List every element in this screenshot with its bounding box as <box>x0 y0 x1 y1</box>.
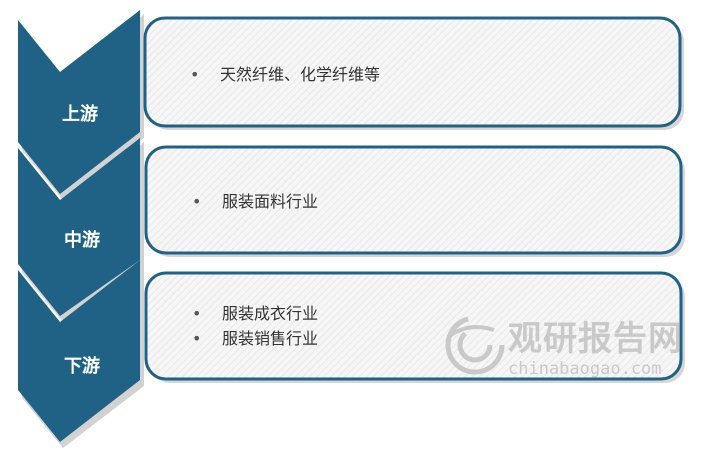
stage-upstream: 上游 • 天然纤维、化学纤维等 <box>18 10 684 200</box>
stage-label-midstream: 中游 <box>64 229 100 251</box>
chevron-upstream <box>18 10 140 194</box>
watermark: 观研报告网 chinabaogao.com <box>445 315 683 379</box>
stage-label-downstream: 下游 <box>64 355 100 377</box>
bullet-dot: • <box>192 329 201 348</box>
bullet-item-downstream-2: 服装销售行业 <box>222 329 318 348</box>
stage-downstream: 下游 • 服装成衣行业 • 服装销售行业 <box>18 260 685 448</box>
chinabaogao-logo-icon <box>445 315 505 375</box>
bullet-dot: • <box>192 192 201 211</box>
bullet-item-midstream-1: 服装面料行业 <box>222 192 318 211</box>
stage-label-upstream: 上游 <box>62 103 98 125</box>
content-box-midstream <box>144 145 683 255</box>
bullet-dot: • <box>192 304 201 323</box>
watermark-url: chinabaogao.com <box>508 359 662 379</box>
content-box-upstream <box>143 16 682 128</box>
stage-midstream: 中游 • 服装面料行业 <box>18 138 685 322</box>
chevron-midstream <box>18 138 140 316</box>
content-box-downstream <box>144 271 683 381</box>
bullet-item-upstream-1: 天然纤维、化学纤维等 <box>220 65 380 84</box>
bullet-dot: • <box>190 65 199 84</box>
watermark-name: 观研报告网 <box>508 319 683 359</box>
chevron-downstream <box>18 260 140 442</box>
bullet-item-downstream-1: 服装成衣行业 <box>222 304 318 323</box>
